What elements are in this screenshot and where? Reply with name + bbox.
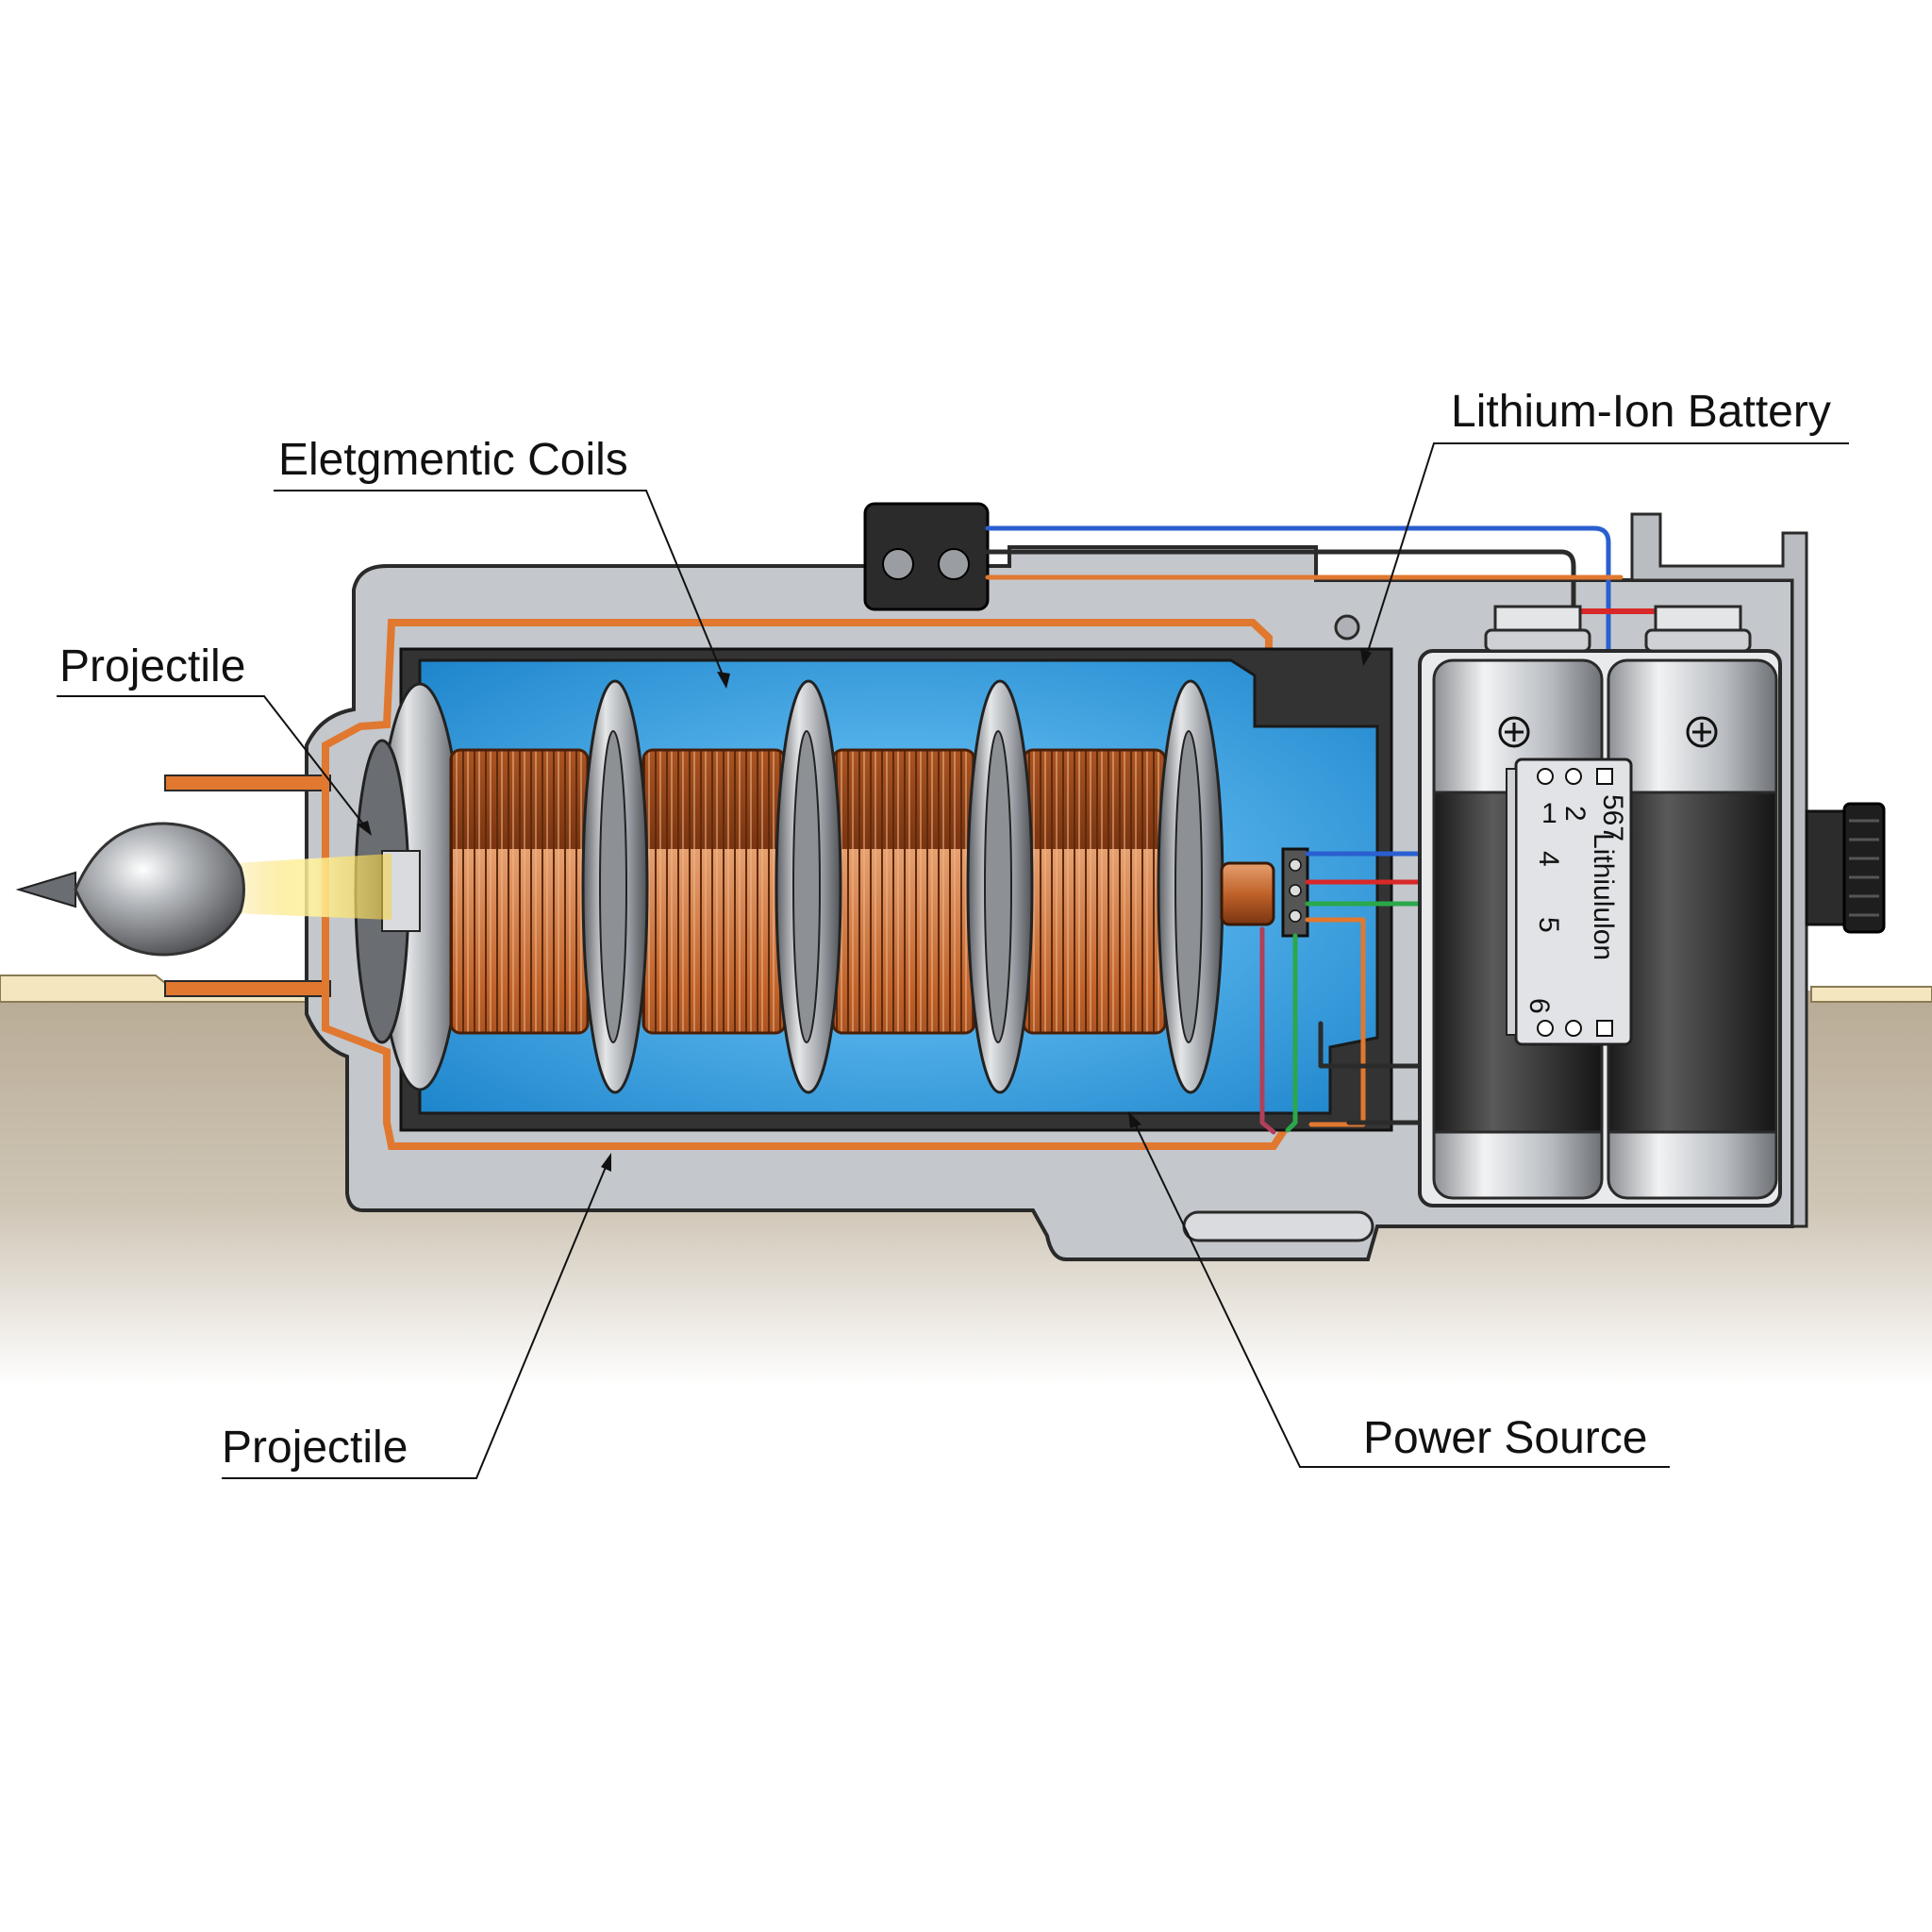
coil-ring [968, 681, 1032, 1092]
pcb-label-1: 1 [1541, 798, 1557, 829]
pcb-side-text: Lithiululon [1588, 833, 1619, 960]
label-projectile-bottom: Projectile [222, 1423, 408, 1473]
coil-winding [643, 750, 785, 1033]
coil-winding [1024, 750, 1165, 1033]
coil-ring [583, 681, 647, 1092]
label-lithium-ion-battery: Lithium-Ion Battery [1451, 387, 1831, 437]
pcb-label-4: 4 [1533, 851, 1564, 867]
label-projectile-top: Projectile [59, 641, 245, 691]
top-connector [865, 504, 988, 609]
pcb-label-2: 2 [1559, 806, 1591, 822]
coil-ring [776, 681, 841, 1092]
screw-head-icon [1336, 616, 1358, 639]
battery-management-board: 1 2 567 4 5 6 Lithiululon [1507, 759, 1631, 1044]
pcb-label-5: 5 [1533, 917, 1564, 933]
label-electromagnetic-coils: Eletgmentic Coils [278, 435, 628, 485]
coil-winding [833, 750, 974, 1033]
projectile [19, 824, 244, 955]
muzzle-glow [234, 854, 391, 920]
pcb-label-6: 6 [1524, 998, 1555, 1014]
coil-ring [1158, 681, 1223, 1092]
label-power-source: Power Source [1363, 1413, 1647, 1463]
coil-winding [451, 750, 588, 1033]
coil-terminal [1222, 849, 1307, 936]
